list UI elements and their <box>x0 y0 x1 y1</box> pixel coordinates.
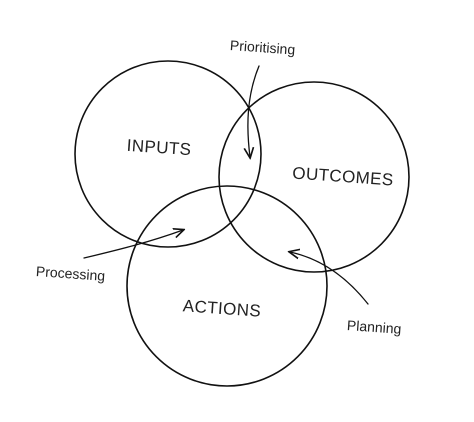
planning-label: Planning <box>346 317 401 337</box>
prioritising-arrow <box>248 65 260 157</box>
actions-circle <box>126 185 328 387</box>
processing-arrow <box>83 230 183 259</box>
processing-label: Processing <box>35 263 105 284</box>
outcomes-circle <box>218 81 410 273</box>
inputs-circle <box>74 60 262 248</box>
actions-label: ACTIONS <box>182 296 262 320</box>
inputs-label: INPUTS <box>126 136 192 159</box>
outcomes-label: OUTCOMES <box>292 163 395 189</box>
planning-arrow <box>290 252 369 305</box>
prioritising-label: Prioritising <box>229 37 295 58</box>
